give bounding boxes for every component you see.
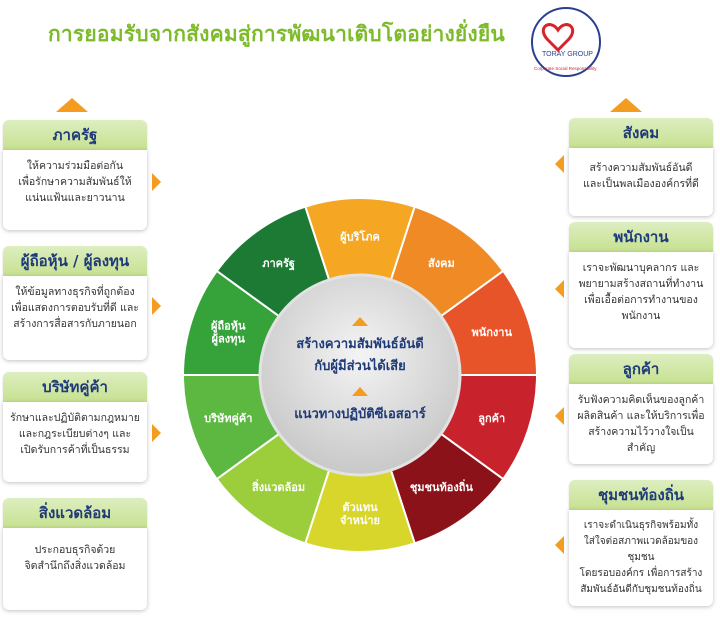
wheel-segment-label: ตัวแทนจำหน่าย (340, 501, 380, 527)
panel-title: ผู้ถือหุ้น / ผู้ลงทุน (3, 246, 147, 276)
panel-line: ใส่ใจต่อสภาพแวดล้อมของชุมชน (583, 536, 699, 563)
panel-employees: พนักงาน เราจะพัฒนาบุคลากร และ พยายามสร้า… (569, 222, 713, 348)
panel-society: สังคม สร้างความสัมพันธ์อันดี และเป็นพลเม… (569, 118, 713, 216)
panel-line: ผลิตสินค้า และให้บริการเพื่อ (577, 410, 705, 422)
panel-line: รับฟังความคิดเห็นของลูกค้า (577, 394, 705, 406)
center-arrow-up-icon (352, 317, 368, 326)
arrow-right-icon (152, 173, 161, 191)
wheel-segment (181, 374, 281, 481)
wheel-segment (389, 432, 505, 545)
panel-line: เปิดรับการค้าที่เป็นธรรม (20, 444, 130, 456)
panel-line: รักษาและปฏิบัติตามกฎหมาย (10, 412, 140, 424)
wheel-segment (439, 374, 539, 481)
logo-brand-text: TORAY GROUP (542, 51, 593, 58)
wheel-segment-label: ชุมชนท้องถิ่น (410, 479, 474, 495)
arrow-left-icon (555, 155, 564, 173)
center-arrow-up-icon-2 (352, 387, 368, 396)
panel-title: ลูกค้า (569, 354, 713, 384)
center-line-2: กับผู้มีส่วนได้เสีย (314, 357, 405, 374)
panel-customers: ลูกค้า รับฟังความคิดเห็นของลูกค้า ผลิตสิ… (569, 354, 713, 464)
page-title: การยอมรับจากสังคมสู่การพัฒนาเติบโตอย่างย… (48, 22, 505, 46)
csr-logo: TORAY GROUP Corporate Social Responsibil… (531, 7, 601, 77)
panel-line: พยายามสร้างสถานที่ทำงาน (578, 278, 704, 290)
wheel-segment (304, 197, 416, 282)
panel-title: ภาครัฐ (3, 120, 147, 150)
wheel-segment (215, 205, 331, 318)
panel-line: ให้ข้อมูลทางธุรกิจที่ถูกต้อง (15, 286, 135, 298)
panel-line: ประกอบธุรกิจด้วย (34, 544, 116, 556)
panel-line: โดยรอบองค์กร เพื่อการสร้าง (579, 568, 703, 579)
panel-line: เพื่อรักษาความสัมพันธ์ให้ (18, 176, 132, 188)
panel-line: จิตสำนึกถึงสิ่งแวดล้อม (24, 560, 126, 572)
wheel-segment (215, 432, 331, 545)
panel-title: บริษัทคู่ค้า (3, 372, 147, 402)
panel-line: แน่นแฟ้นและยาวนาน (25, 192, 125, 204)
wheel-segment-label: บริษัทคู่ค้า (204, 412, 252, 426)
wheel-segment-label: ผู้บริโภค (340, 230, 380, 245)
right-up-arrow-icon (610, 98, 642, 112)
wheel-segment-label: สังคม (428, 257, 455, 270)
arrow-left-icon (555, 536, 564, 554)
arrow-right-icon (152, 297, 161, 315)
center-line-3: แนวทางปฏิบัติซีเอสอาร์ (294, 406, 426, 422)
panel-line: และกฎระเบียบต่างๆ และ (18, 428, 132, 440)
wheel-segment (304, 468, 416, 553)
wheel-segment (181, 269, 281, 376)
panel-line: เพื่อแสดงการตอบรับที่ดี และ (11, 302, 139, 314)
panel-shareholders: ผู้ถือหุ้น / ผู้ลงทุน ให้ข้อมูลทางธุรกิจ… (3, 246, 147, 360)
panel-local-community: ชุมชนท้องถิ่น เราจะดำเนินธุรกิจพร้อมทั้ง… (569, 480, 713, 606)
wheel-segment-label: ผู้ถือหุ้นผู้ลงทุน (211, 320, 246, 347)
panel-line: พนักงาน (621, 310, 661, 322)
panel-line: เราจะพัฒนาบุคลากร และ (582, 262, 700, 274)
panel-government: ภาครัฐ ให้ความร่วมมือต่อกัน เพื่อรักษาคว… (3, 120, 147, 230)
logo-tagline: Corporate Social Responsibility (534, 66, 597, 71)
panel-line: สร้างความไว้วางใจเป็นสำคัญ (588, 426, 694, 454)
wheel-segment-label: สิ่งแวดล้อม (252, 479, 305, 494)
panel-environment: สิ่งแวดล้อม ประกอบธุรกิจด้วย จิตสำนึกถึง… (3, 498, 147, 610)
arrow-left-icon (555, 280, 564, 298)
arrow-right-icon (152, 424, 161, 442)
wheel-segment-label: ภาครัฐ (262, 257, 295, 271)
panel-line: สัมพันธ์อันดีกับชุมชนท้องถิ่น (580, 584, 702, 595)
wheel-segment (439, 269, 539, 376)
wheel-center (258, 273, 462, 477)
panel-line: เราจะดำเนินธุรกิจพร้อมทั้ง (583, 520, 699, 531)
panel-line: และเป็นพลเมืององค์กรที่ดี (583, 178, 699, 190)
arrow-left-icon (555, 407, 564, 425)
panel-business-partners: บริษัทคู่ค้า รักษาและปฏิบัติตามกฎหมาย แล… (3, 372, 147, 482)
panel-title: พนักงาน (569, 222, 713, 252)
panel-title: ชุมชนท้องถิ่น (569, 480, 713, 510)
center-line-1: สร้างความสัมพันธ์อันดี (296, 336, 423, 352)
panel-line: สร้างการสื่อสารกับภายนอก (13, 318, 137, 330)
wheel-segment-label: พนักงาน (471, 326, 512, 339)
left-up-arrow-icon (56, 98, 88, 112)
panel-line: สร้างความสัมพันธ์อันดี (589, 162, 693, 174)
panel-title: สังคม (569, 118, 713, 148)
panel-line: เพื่อเอื้อต่อการทำงานของ (584, 294, 698, 306)
panel-line: ให้ความร่วมมือต่อกัน (26, 160, 124, 172)
panel-title: สิ่งแวดล้อม (3, 498, 147, 528)
wheel-segment-label: ลูกค้า (478, 412, 505, 426)
wheel-segment (389, 205, 505, 318)
